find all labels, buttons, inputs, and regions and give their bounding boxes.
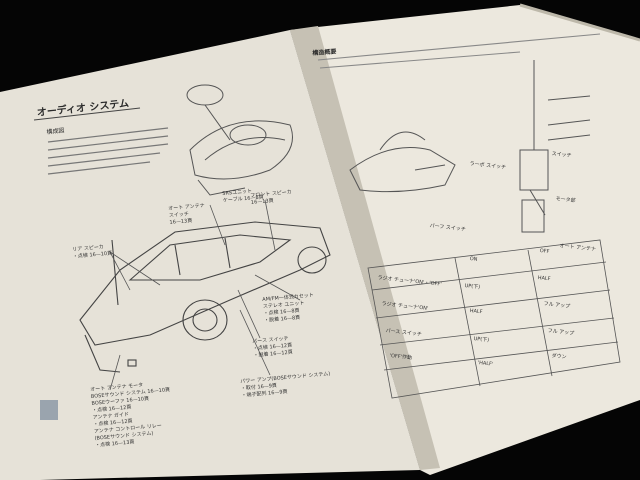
callout-leaders: [109, 199, 301, 391]
car-sketch: [79, 221, 331, 373]
callout-am-fm-cassette: AM/FM一体式カセット ステレオ ユニット ・点検 16—8頁 ・脱着 16—…: [262, 292, 315, 324]
right-page-subheading: 構造概要: [312, 48, 337, 57]
table-row-0-col2: HALF: [537, 275, 551, 283]
right-page: [290, 5, 640, 475]
table-header-off: OFF: [539, 248, 550, 255]
dashboard-sketch: [186, 84, 293, 196]
left-page-subheading: 構成図: [46, 127, 65, 136]
table-row-2-col1: UP(下): [473, 335, 490, 344]
page-tab-marker: [40, 400, 58, 420]
heading-rule: [33, 107, 141, 121]
callout-auto-antenna-switch: オート アンテナ スイッチ 16—13頁: [168, 202, 205, 226]
callout-pass-switch: パース スイッチ ・点検 16—12頁 ・脱着 16—12頁: [252, 335, 294, 359]
right-diagram: [349, 60, 591, 233]
left-page: [0, 30, 420, 480]
table-row-3-col2: ダウン: [551, 352, 567, 361]
table-row-0-col1: UP(下): [464, 282, 481, 291]
table-header-on: ON: [469, 256, 478, 263]
right-text-block: [317, 33, 601, 69]
function-table: [367, 239, 621, 399]
callout-auto-antenna-motor: オート アンテナ モータ BOSEサウンド システム 16—10頁 BOSEウー…: [90, 382, 171, 449]
left-text-block: [47, 127, 169, 175]
page-gutter: [290, 26, 440, 470]
right-page-edge: [519, 3, 640, 42]
table-row-1-col1: HALF: [469, 308, 483, 316]
